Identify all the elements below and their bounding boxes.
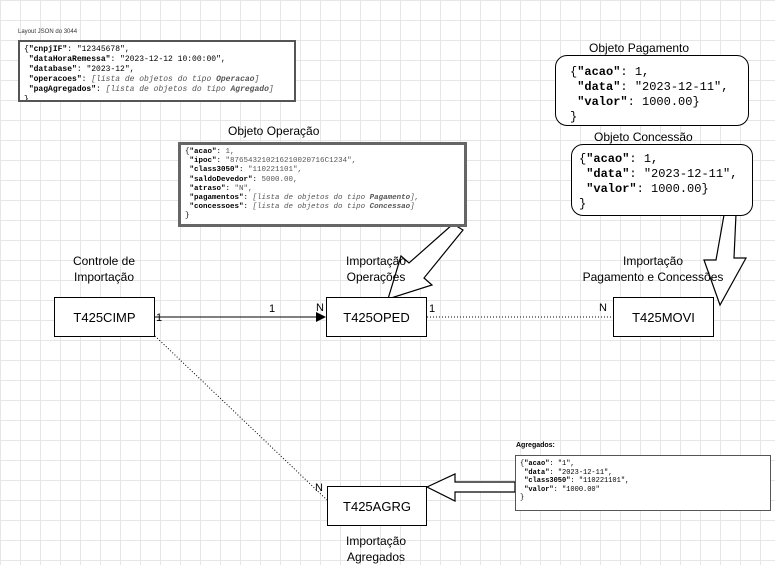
cimp-label-line-2: Importação: [73, 270, 135, 284]
agrg-label: Importação Agregados: [326, 533, 426, 565]
movi-label-line-2: Pagamento e Concessões: [582, 270, 724, 284]
edge-cimp-agrg: [154, 335, 328, 501]
oped-label-line-2: Operações: [346, 270, 406, 284]
node-t425movi[interactable]: T425MOVI: [613, 297, 714, 337]
pagamento-json-box: {"acao": 1, "data": "2023-12-11", "valor…: [555, 55, 749, 126]
mult-oped-movi-dst: N: [599, 302, 607, 314]
mult-cimp-oped-mid: 1: [269, 303, 276, 315]
oped-label: Importação Operações: [326, 253, 426, 285]
cimp-label: Controle de Importação: [54, 253, 154, 285]
agregados-to-agrg-arrow: [425, 473, 516, 502]
movi-label-line-1: Importação: [622, 254, 684, 268]
layout-line-2: "dataHoraRemessa": "2023-12-12 10:00:00"…: [28, 55, 226, 64]
agregados-json-box: {"acao": "1", "data": "2023-12-11", "cla…: [515, 455, 771, 511]
mult-oped-movi-src: 1: [429, 303, 436, 315]
mult-cimp-agrg-dst: N: [315, 482, 323, 494]
operacao-title: Objeto Operação: [228, 124, 320, 138]
concessao-json-box: {"acao": 1, "data": "2023-12-11", "valor…: [571, 144, 753, 216]
layout-line-4: "operacoes": [lista de objetos do tipo O…: [28, 75, 260, 84]
layout-line-5: "pagAgregados": [lista de objetos do tip…: [28, 85, 274, 94]
layout-line-1: "cnpjIF": "12345678",: [28, 45, 130, 54]
mult-cimp-oped-src: 1: [156, 312, 163, 324]
concessao-to-movi-arrow: [703, 213, 748, 307]
layout-line-3: "database": "2023-12",: [28, 65, 135, 74]
agregados-title: Agregados:: [516, 442, 555, 449]
node-t425agrg[interactable]: T425AGRG: [327, 486, 427, 526]
operacao-to-oped-arrow: [387, 223, 464, 300]
layout-json-title: Layout JSON do 3044: [18, 29, 78, 35]
mult-cimp-oped-dst: N: [316, 302, 324, 314]
operacao-json-box: {"acao": 1, "ipoc": "8765432102162100207…: [178, 142, 467, 227]
node-t425oped[interactable]: T425OPED: [326, 297, 427, 337]
agrg-label-line-2: Agregados: [346, 550, 406, 564]
pagamento-title: Objeto Pagamento: [589, 41, 690, 55]
node-t425cimp[interactable]: T425CIMP: [54, 297, 155, 337]
layout-json-box: {"cnpjIF": "12345678", "dataHoraRemessa"…: [18, 40, 296, 102]
oped-label-line-1: Importação: [345, 254, 407, 268]
concessao-title: Objeto Concessão: [594, 130, 693, 144]
agrg-label-line-1: Importação: [345, 534, 407, 548]
edge-cimp-oped-arrowhead: [316, 312, 326, 322]
movi-label: Importação Pagamento e Concessões: [578, 253, 728, 285]
cimp-label-line-1: Controle de: [72, 254, 136, 268]
